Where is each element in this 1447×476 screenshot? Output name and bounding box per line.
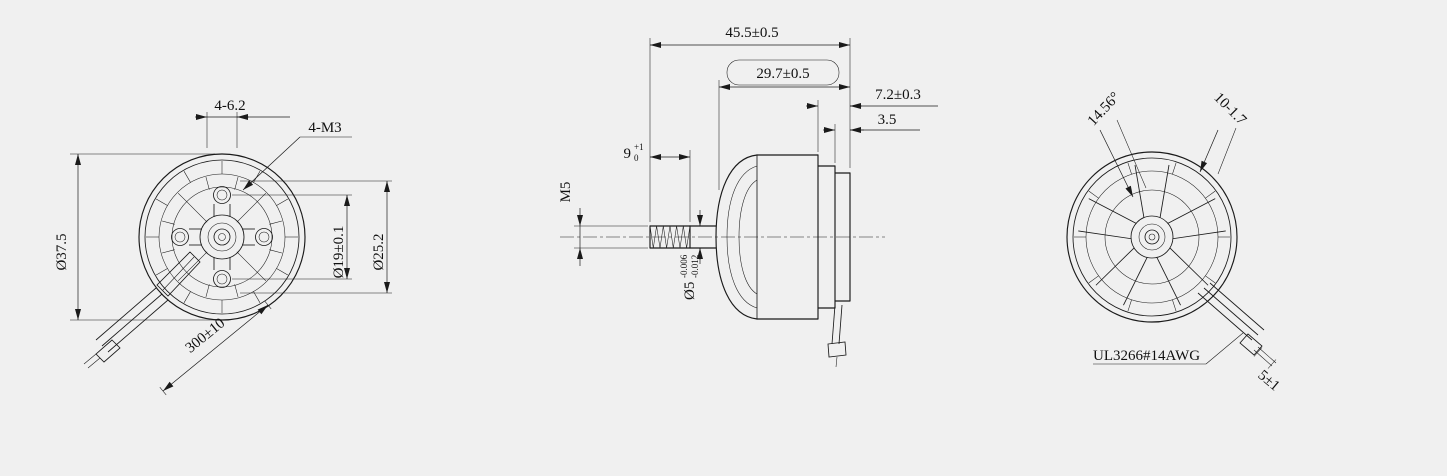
side-thread-spec-label: M5 xyxy=(558,182,574,203)
side-thread-tol-upper-label: +1 xyxy=(634,142,644,152)
side-body-length-label: 29.7±0.5 xyxy=(756,66,809,82)
side-shaft-tol-upper-label: -0.006 xyxy=(679,254,689,278)
side-total-length-label: 45.5±0.5 xyxy=(725,25,778,41)
rear-wire-spec-label: UL3266#14AWG xyxy=(1093,348,1200,364)
rear-slot-pattern-label: 10-1.7 xyxy=(1210,90,1249,129)
rear-wire-strip-label: 5±1 xyxy=(1255,367,1283,394)
front-outer-diameter-label: Ø37.5 xyxy=(54,233,70,270)
side-view: 45.5±0.5 29.7±0.5 7.2±0.3 3.5 9 +1 0 xyxy=(558,25,938,368)
side-dimensions: 45.5±0.5 29.7±0.5 7.2±0.3 3.5 9 +1 0 xyxy=(558,25,938,300)
front-dimensions: Ø37.5 4-6.2 4-M3 Ø19±0.1 Ø25.2 xyxy=(54,98,392,396)
side-wire xyxy=(827,304,847,368)
side-rear-length-label: 7.2±0.3 xyxy=(875,87,921,103)
side-shaft-tol-lower-label: -0.012 xyxy=(690,255,700,278)
front-wires xyxy=(83,287,169,369)
front-screw-spec-label: 4-M3 xyxy=(308,120,341,136)
rear-motor-outline xyxy=(1066,151,1277,367)
side-thread-tol-lower-label: 0 xyxy=(634,153,639,163)
side-thread-length-label: 9 xyxy=(624,146,632,162)
front-boss-diameter-label: Ø25.2 xyxy=(371,233,387,270)
front-view: Ø37.5 4-6.2 4-M3 Ø19±0.1 Ø25.2 xyxy=(54,98,392,396)
front-hole-pattern-label: 4-6.2 xyxy=(214,98,245,114)
front-bolt-circle-label: Ø19±0.1 xyxy=(331,226,347,279)
rear-spoke-angle-label: 14.56° xyxy=(1085,89,1124,129)
rear-view: 14.56° 10-1.7 UL3266#14AWG 5±1 xyxy=(1066,89,1283,395)
front-wire-length-label: 300±10 xyxy=(183,315,229,356)
rear-dimensions: 14.56° 10-1.7 UL3266#14AWG 5±1 xyxy=(1085,89,1283,394)
side-shaft-diameter-label: Ø5 xyxy=(682,282,698,300)
rear-wires xyxy=(1197,282,1277,367)
side-flange-thickness-label: 3.5 xyxy=(878,112,897,128)
side-motor-outline xyxy=(560,154,885,368)
